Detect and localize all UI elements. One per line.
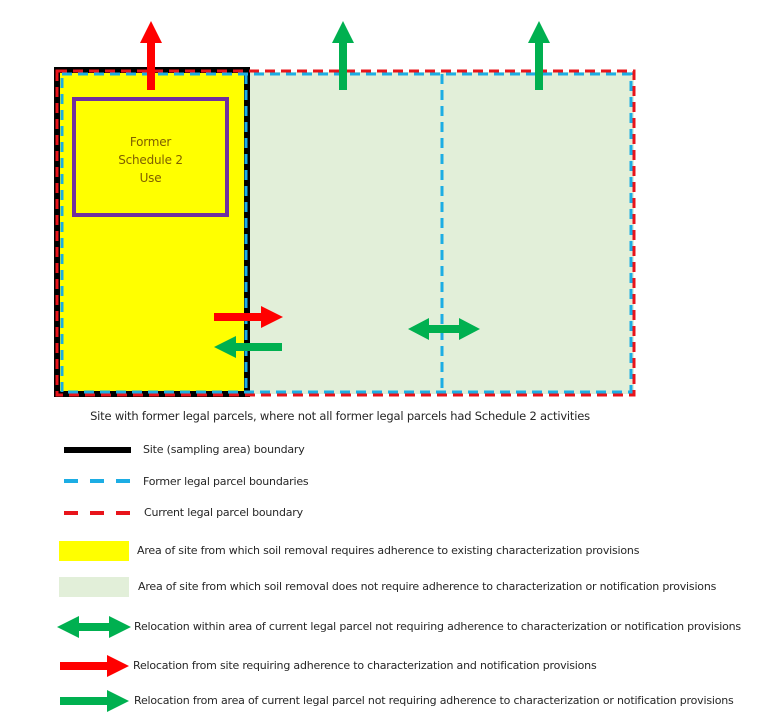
legend-label-green-arrow: Relocation from area of current legal pa… bbox=[134, 694, 734, 707]
green-left-arrow-icon bbox=[214, 336, 282, 358]
legend-label-green-area: Area of site from which soil removal doe… bbox=[138, 580, 717, 593]
legend-label-double-arrow: Relocation within area of current legal … bbox=[134, 620, 741, 633]
legend-label-former-parcel: Former legal parcel boundaries bbox=[143, 475, 309, 488]
legend-label-current-parcel: Current legal parcel boundary bbox=[144, 506, 303, 519]
no-characterization-area bbox=[250, 72, 634, 394]
former-schedule2-use-box bbox=[72, 97, 229, 217]
legend-yellow-swatch-icon bbox=[59, 541, 129, 561]
diagram-caption: Site with former legal parcels, where no… bbox=[90, 409, 590, 423]
former-schedule2-use-label: Former Schedule 2 Use bbox=[74, 133, 227, 187]
green-double-arrow-icon bbox=[408, 318, 480, 340]
former-parcel-boundaries bbox=[60, 72, 633, 394]
red-right-arrow-icon bbox=[214, 306, 283, 328]
red-up-arrow-icon bbox=[140, 21, 162, 90]
legend-label-red-arrow: Relocation from site requiring adherence… bbox=[133, 659, 597, 672]
box-text-line-3: Use bbox=[139, 171, 162, 185]
legend-green-swatch-icon bbox=[59, 577, 129, 597]
legend-green-right-arrow-icon bbox=[60, 690, 129, 712]
legend-label-yellow-area: Area of site from which soil removal req… bbox=[137, 544, 640, 557]
legend-label-site-boundary: Site (sampling area) boundary bbox=[143, 443, 305, 456]
green-up-arrow-icon bbox=[528, 21, 550, 90]
legend-green-double-arrow-icon bbox=[57, 616, 131, 638]
box-text-line-1: Former bbox=[129, 135, 172, 149]
legend-red-right-arrow-icon bbox=[60, 655, 129, 677]
green-up-arrow-icon bbox=[332, 21, 354, 90]
characterization-area bbox=[57, 70, 247, 394]
box-text-line-2: Schedule 2 bbox=[118, 153, 183, 167]
legend-site-boundary-icon bbox=[64, 447, 131, 453]
